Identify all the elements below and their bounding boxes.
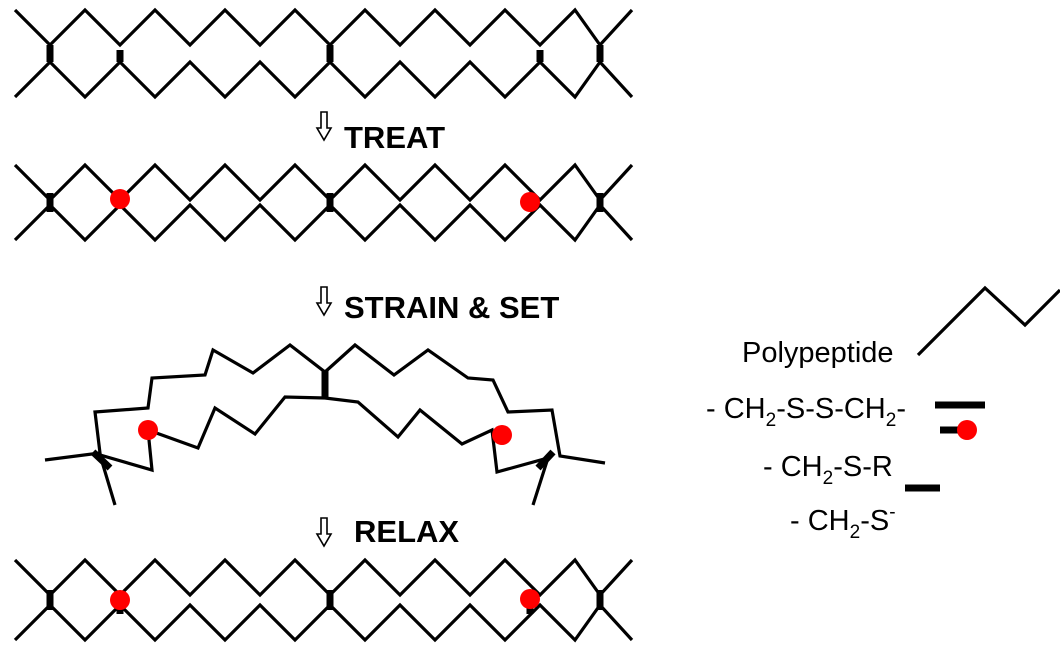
chain-top bbox=[13, 7, 634, 48]
chain-bottom bbox=[13, 602, 634, 643]
legend: Polypeptide - CH2-S-S-CH2- - CH2-S-R - C… bbox=[706, 285, 1060, 543]
down-arrow-icon bbox=[315, 111, 333, 142]
modified-site bbox=[110, 590, 130, 610]
legend-polypeptide-line bbox=[916, 285, 1060, 357]
disulfide-bond bbox=[535, 449, 556, 471]
legend-disulfide-label: - CH2-S-S-CH2- bbox=[706, 393, 906, 431]
down-arrow-icon bbox=[315, 517, 333, 548]
legend-modified-site bbox=[957, 420, 977, 440]
network-treated bbox=[13, 162, 634, 243]
down-arrow-icon bbox=[315, 286, 333, 317]
step-label-treat: TREAT bbox=[344, 120, 445, 155]
network-relaxed bbox=[13, 557, 634, 643]
disulfide-bond bbox=[90, 449, 113, 471]
legend-modified-label: - CH2-S-R bbox=[763, 451, 893, 489]
network-initial bbox=[13, 7, 634, 100]
chain-bottom bbox=[13, 59, 634, 100]
step-label-relax: RELAX bbox=[354, 514, 459, 549]
legend-polypeptide-label: Polypeptide bbox=[742, 337, 894, 369]
modified-site bbox=[520, 192, 540, 212]
modified-site bbox=[110, 189, 130, 209]
modified-site bbox=[138, 420, 158, 440]
chain-top bbox=[13, 162, 634, 203]
network-strained bbox=[44, 342, 606, 506]
chain-top bbox=[13, 557, 634, 598]
step-label-strain-set: STRAIN & SET bbox=[344, 290, 559, 325]
modified-site bbox=[492, 425, 512, 445]
legend-thiolate-label: - CH2-S- bbox=[790, 502, 896, 543]
modified-site bbox=[520, 589, 540, 609]
chain-bottom bbox=[13, 202, 634, 243]
chain-bottom bbox=[97, 395, 551, 506]
chain-top bbox=[44, 342, 606, 465]
